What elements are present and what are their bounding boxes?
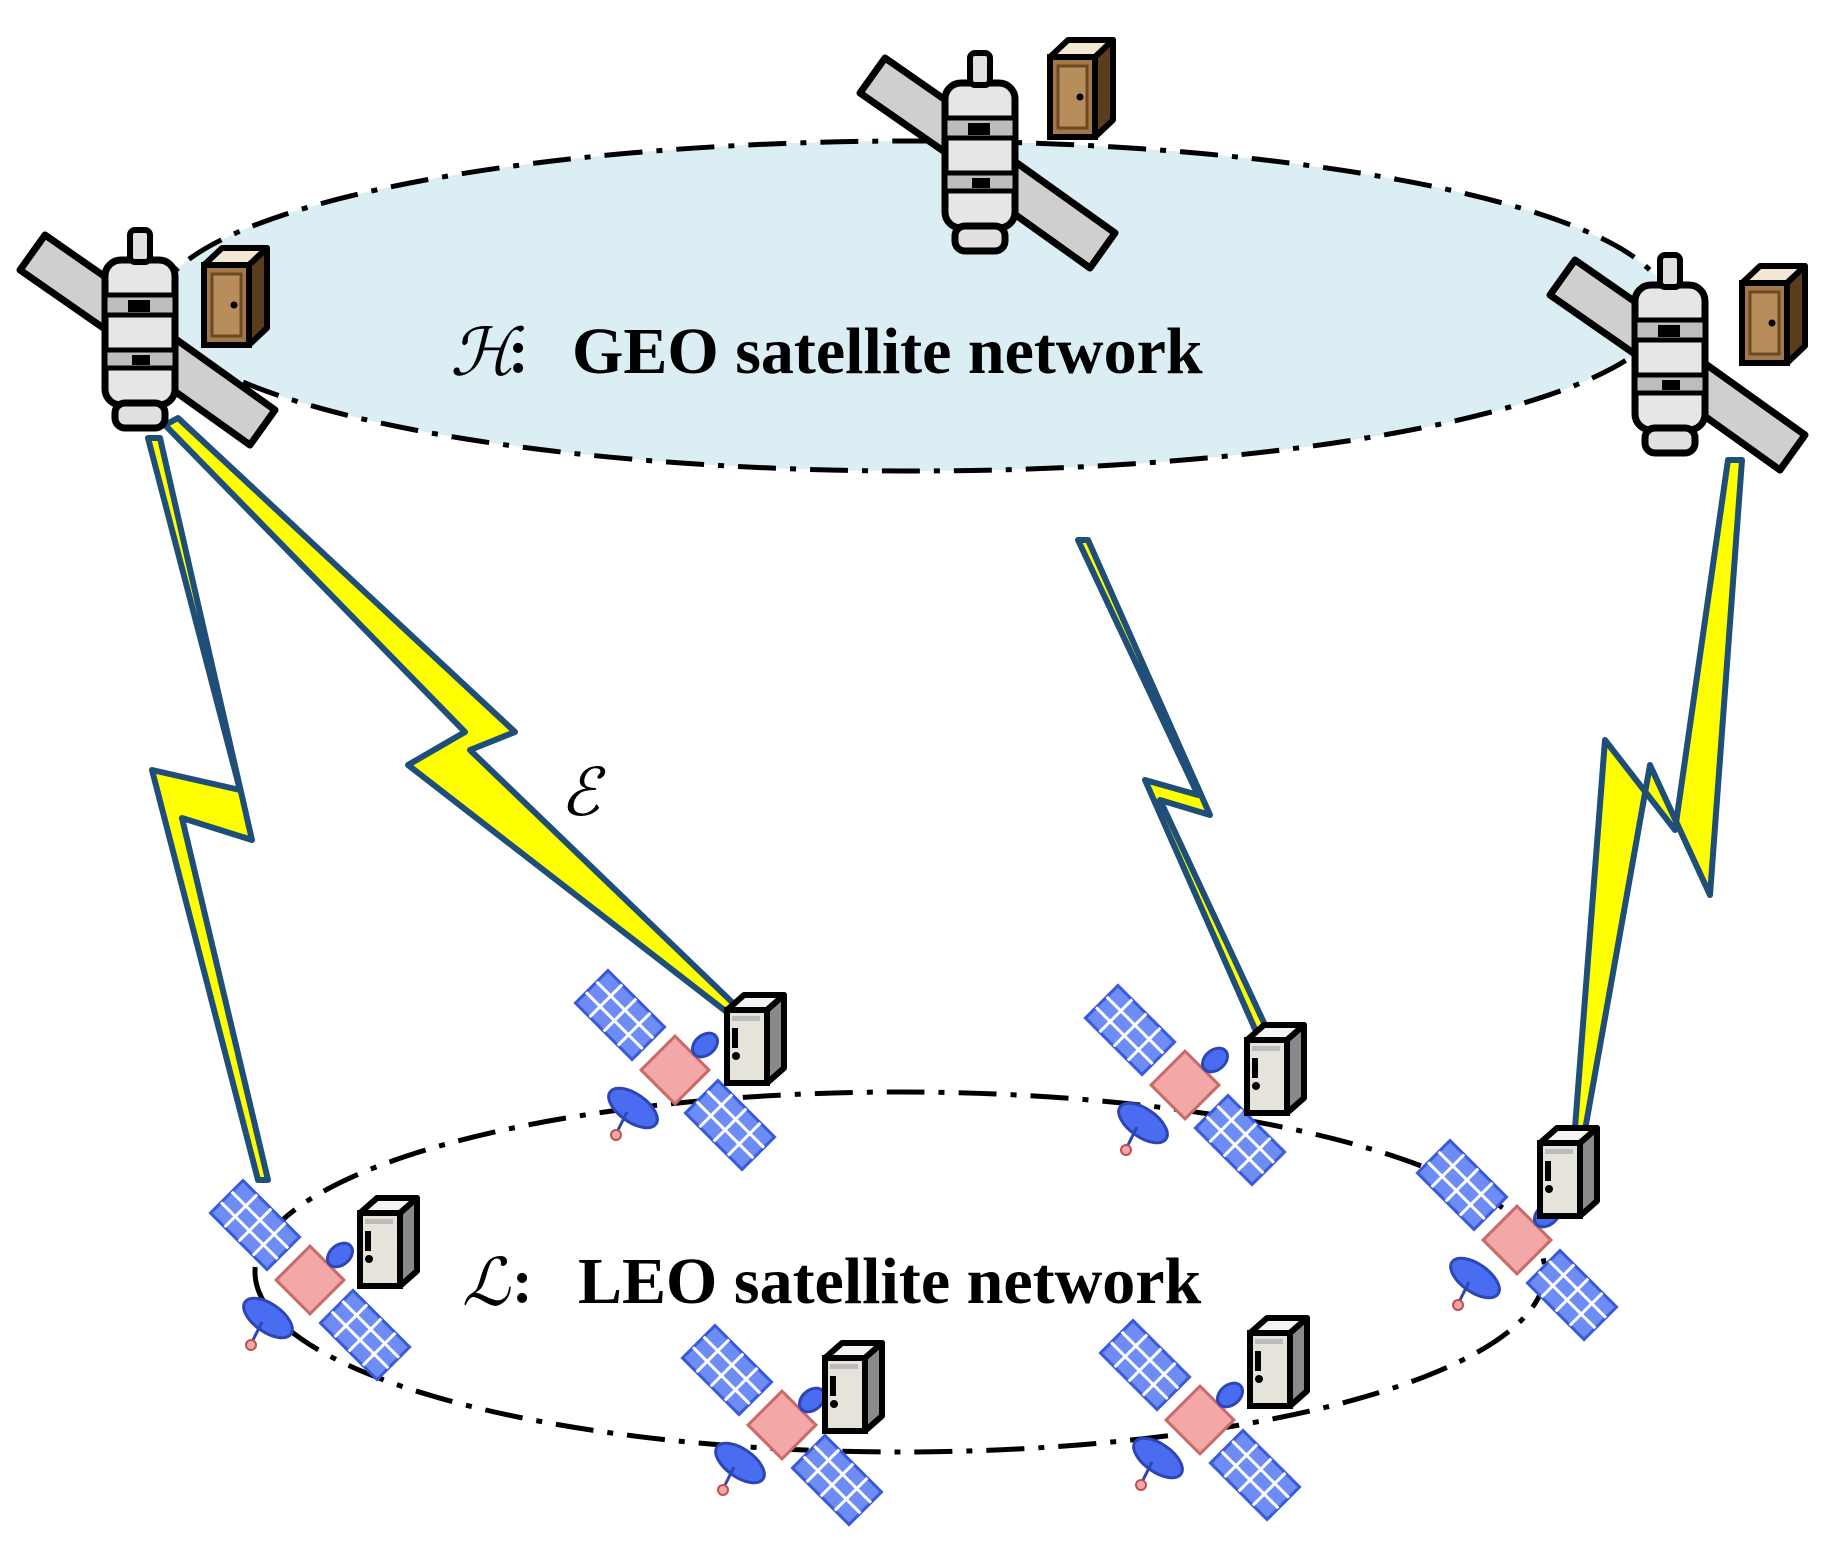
link-bolt-1: [145, 435, 271, 1183]
server-icon: [1742, 266, 1805, 363]
link-bolt-3: [1075, 537, 1275, 1048]
link-bolt-4: [1572, 457, 1745, 1133]
link-bolt-2: [162, 415, 738, 1016]
lightning-link-icon: [145, 415, 1745, 1183]
leo-separator: :: [512, 1248, 533, 1316]
geo-separator: :: [508, 318, 529, 386]
server-icon: [204, 248, 267, 345]
link-symbol: ℰ: [560, 754, 606, 831]
geo-network-label: ℋ : GEO satellite network: [450, 314, 1203, 391]
leo-network-label: ℒ : LEO satellite network: [462, 1244, 1202, 1321]
server-icon: [825, 1343, 882, 1431]
geo-orbit-ellipse: [155, 138, 1671, 474]
leo-network-text: LEO satellite network: [578, 1245, 1202, 1318]
server-icon: [1247, 1025, 1304, 1113]
geo-network-text: GEO satellite network: [572, 315, 1203, 388]
server-icon: [1050, 40, 1113, 137]
server-icon: [1250, 1318, 1307, 1406]
server-icon: [727, 995, 784, 1083]
server-icon: [1540, 1128, 1597, 1216]
geo-symbol: ℋ: [450, 314, 525, 391]
server-icon: [360, 1198, 417, 1286]
leo-symbol: ℒ: [462, 1244, 511, 1321]
